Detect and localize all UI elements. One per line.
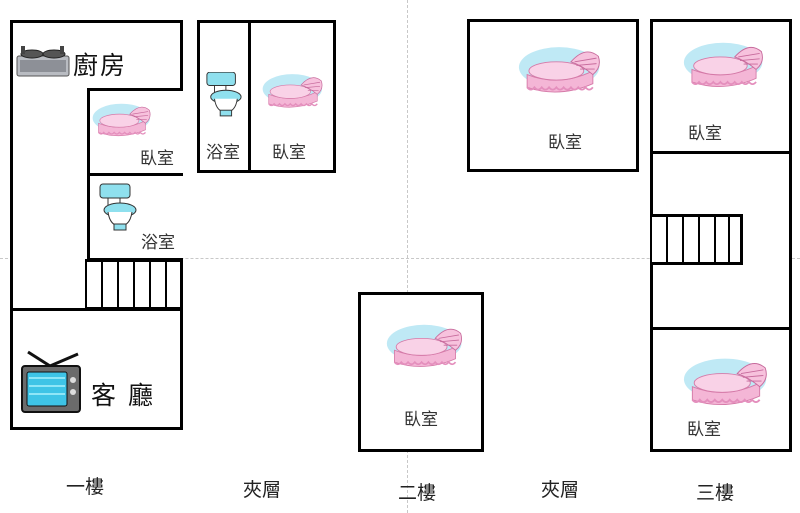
- floor-label-mezzanine-2: 夾層: [541, 479, 580, 501]
- mezzanine-1-divider: [248, 20, 251, 173]
- kitchen-label: 廚房: [73, 51, 128, 80]
- tv-icon: [21, 350, 81, 413]
- toilet-icon: [99, 183, 137, 231]
- bed-icon: [518, 46, 601, 93]
- living-room-label: 客 廳: [91, 381, 155, 410]
- bed-icon: [683, 357, 768, 406]
- floor-label-first: 一樓: [66, 476, 105, 498]
- floor-label-third: 三樓: [696, 482, 735, 504]
- floor-label-second: 二樓: [398, 482, 437, 504]
- second-floor-bedroom: [358, 292, 484, 452]
- mezzanine-1-bathroom-label: 浴室: [206, 143, 240, 163]
- mezzanine-2-bedroom: [467, 19, 639, 172]
- bed-icon: [262, 73, 323, 108]
- vertical-guide-line: [407, 0, 408, 513]
- bed-icon: [386, 323, 463, 368]
- toilet-icon: [206, 72, 242, 117]
- third-floor-divider-bottom: [650, 327, 792, 330]
- third-floor-bedroom-top-label: 臥室: [688, 124, 722, 144]
- stairs-icon: [650, 214, 743, 265]
- third-floor-bedroom-bottom-label: 臥室: [687, 420, 721, 440]
- third-floor-divider-top: [650, 151, 792, 154]
- stairs-icon: [85, 259, 183, 310]
- bed-icon: [683, 41, 764, 88]
- horizontal-guide-line: [0, 258, 800, 259]
- first-floor-bathroom-label: 浴室: [141, 233, 175, 253]
- second-floor-bedroom-label: 臥室: [404, 410, 438, 430]
- stove-icon: [16, 46, 70, 77]
- first-floor-bedroom-label: 臥室: [140, 149, 174, 169]
- mezzanine-2-bedroom-label: 臥室: [548, 133, 582, 153]
- mezzanine-1-bedroom-label: 臥室: [272, 143, 306, 163]
- floor-label-mezzanine-1: 夾層: [243, 479, 282, 501]
- bed-icon: [92, 103, 151, 137]
